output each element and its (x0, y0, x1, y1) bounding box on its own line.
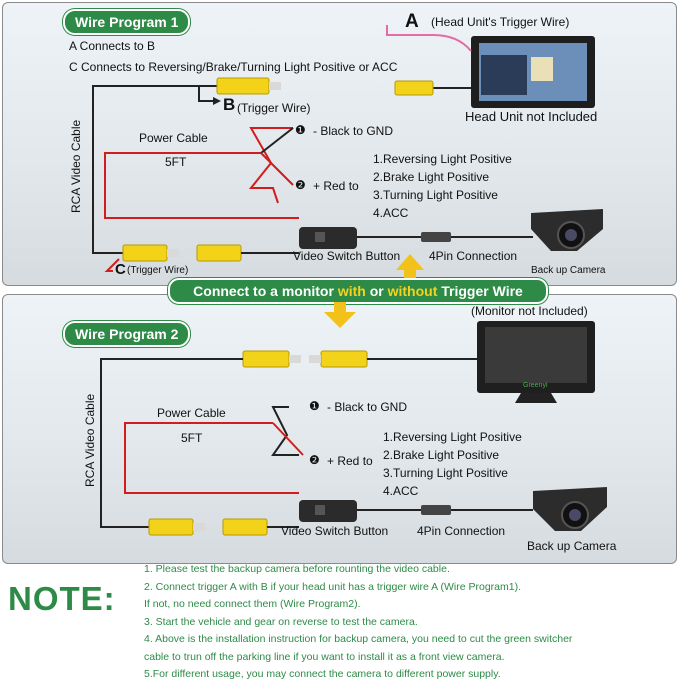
power-cable-label: Power Cable (139, 131, 208, 145)
banner-with: with (337, 283, 366, 299)
4pin-connector-2 (421, 505, 451, 515)
power-cable-red (104, 152, 299, 219)
banner-part3: Trigger Wire (437, 283, 523, 299)
rca-plug-head-unit (394, 80, 434, 96)
red-wire-number: ❷ (295, 178, 306, 192)
marker-b: B (223, 95, 236, 114)
instruction-a-to-b: A Connects to B (69, 39, 156, 53)
program2-wiring (100, 321, 607, 536)
wire-program-2-panel: Wire Program 2 (Monitor not Included) Gr… (2, 294, 677, 564)
note-line-5: 4. Above is the installation instruction… (144, 633, 573, 645)
target-brake: 2.Brake Light Positive (373, 170, 490, 184)
program1-wiring (92, 25, 603, 272)
video-switch-label: Video Switch Button (293, 249, 401, 263)
rca-plug-monitor (320, 350, 368, 368)
video-switch-label-2: Video Switch Button (281, 524, 389, 538)
pink-trigger-wire (386, 25, 472, 52)
monitor-screen (485, 327, 587, 383)
length-label-2: 5FT (181, 431, 203, 445)
head-unit-app-panel (481, 55, 527, 95)
target-acc: 4.ACC (373, 206, 409, 220)
black-wire-number: ❶ (295, 123, 306, 137)
note-line-3: If not, no need connect them (Wire Progr… (144, 598, 361, 610)
marker-c: C (115, 261, 126, 278)
black-to-gnd-2: - Black to GND (327, 400, 408, 414)
power-cable-red-2 (124, 422, 299, 494)
monitor-brand: Greenyi (523, 382, 548, 389)
rca-plug-top (216, 77, 270, 95)
red-to: + Red to (313, 179, 359, 193)
video-switch-box-2 (299, 500, 357, 522)
note-line-7: 5.For different usage, you may connect t… (144, 668, 501, 680)
wire-program-2-banner: Wire Program 2 (63, 321, 191, 347)
rca-plug-bottom-left (122, 244, 168, 262)
red-to-2: + Red to (327, 454, 373, 468)
rca-plug-bottom-left-2 (148, 518, 194, 536)
trigger-wire-b-label: (Trigger Wire) (237, 101, 311, 115)
monitor-not-included: (Monitor not Included) (471, 304, 588, 318)
monitor-stand (515, 393, 557, 403)
head-unit-widget (531, 57, 553, 81)
head-unit-not-included: Head Unit not Included (465, 109, 598, 124)
target-reversing: 1.Reversing Light Positive (373, 152, 512, 166)
note-list: 1. Please test the backup camera before … (144, 561, 572, 684)
black-wire-number-2: ❶ (309, 399, 320, 413)
head-unit-trigger-label: (Head Unit's Trigger Wire) (431, 15, 570, 29)
power-cable-label-2: Power Cable (157, 406, 226, 420)
marker-a: A (405, 11, 419, 32)
target-turning: 3.Turning Light Positive (373, 188, 498, 202)
note-line-1: 1. Please test the backup camera before … (144, 563, 450, 575)
length-label: 5FT (165, 155, 187, 169)
red-wire-number-2: ❷ (309, 453, 320, 467)
trigger-wire-c-label: (Trigger Wire) (127, 265, 189, 276)
target-acc-2: 4.ACC (383, 484, 419, 498)
note-title: NOTE: (8, 580, 116, 617)
banner-part2: or (365, 283, 388, 299)
instruction-c: C Connects to Reversing/Brake/Turning Li… (69, 60, 398, 74)
camera-label: Back up Camera (531, 265, 606, 276)
rca-plug-bottom-right (196, 244, 242, 262)
4pin-label-2: 4Pin Connection (417, 524, 506, 538)
rca-video-cable-label: RCA Video Cable (69, 119, 83, 213)
target-turning-2: 3.Turning Light Positive (383, 466, 508, 480)
note-line-2: 2. Connect trigger A with B if your head… (144, 580, 522, 593)
rca-plug-top-2 (242, 350, 290, 368)
middle-banner: Connect to a monitor with or without Tri… (168, 278, 548, 304)
video-switch-box (299, 227, 357, 249)
note-line-4: 3. Start the vehicle and gear on reverse… (144, 615, 418, 628)
wire-program-1-panel: Wire Program 1 A Connects to B C Connect… (2, 2, 677, 286)
target-brake-2: 2.Brake Light Positive (383, 448, 500, 462)
wire-program-1-banner: Wire Program 1 (63, 9, 191, 35)
camera-label-2: Back up Camera (527, 539, 617, 553)
4pin-label: 4Pin Connection (429, 249, 518, 263)
rca-video-cable-2 (100, 358, 243, 528)
rca-plug-bottom-right-2 (222, 518, 268, 536)
rca-video-cable (92, 85, 217, 254)
black-to-gnd: - Black to GND (313, 124, 394, 138)
banner-without: without (387, 283, 438, 299)
target-reversing-2: 1.Reversing Light Positive (383, 430, 522, 444)
rca-video-cable-label-2: RCA Video Cable (83, 393, 97, 487)
4pin-connector (421, 232, 451, 242)
note-line-6: cable to trun off the parking line if yo… (144, 650, 505, 663)
banner-part1: Connect to a monitor (193, 283, 338, 299)
